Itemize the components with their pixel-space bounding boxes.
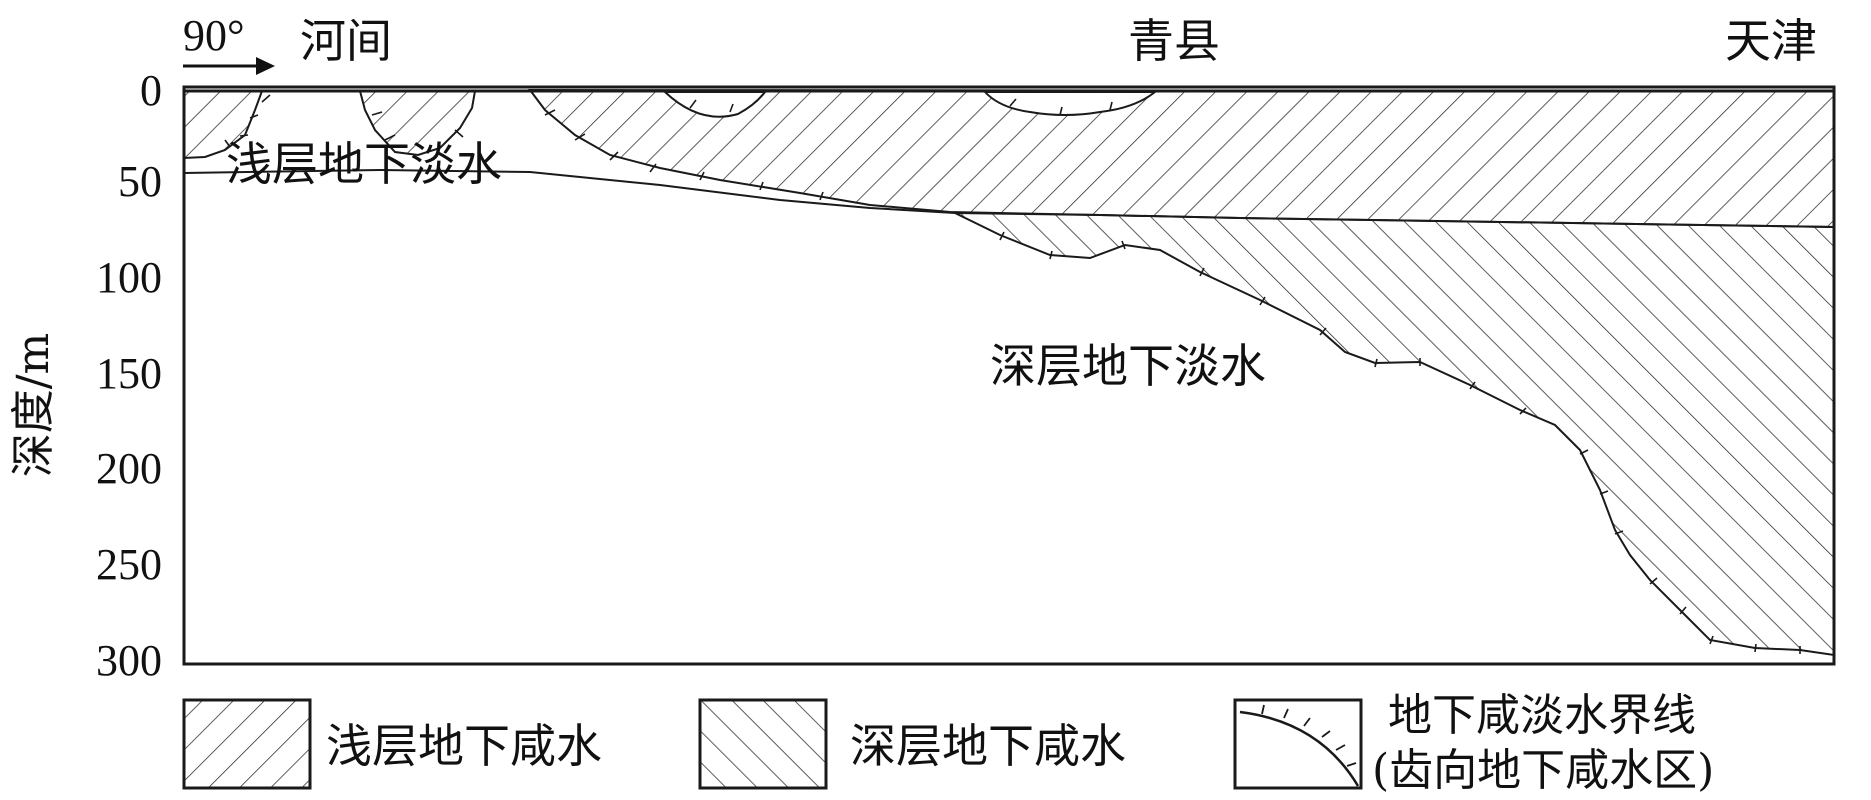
y-tick-250: 250 [96, 540, 162, 589]
shallow-saline-region-small-1 [183, 90, 264, 160]
legend-label-boundary-line2: (齿向地下咸水区) [1372, 745, 1714, 796]
shallow-saline-region [527, 88, 1835, 229]
y-tick-300: 300 [96, 636, 162, 685]
legend-swatch-boundary [1233, 698, 1363, 790]
place-tianjin: 天津 [1725, 14, 1817, 68]
fresh-pocket-2 [982, 91, 1158, 116]
y-axis-label: 深度/m [8, 333, 59, 478]
legend-label-boundary-line1: 地下咸淡水界线 [1388, 690, 1696, 741]
legend: 浅层地下咸水 深层地下咸水 地下咸淡水界线 (齿向地下咸水区) [182, 690, 1714, 796]
y-axis-ticks: 0 50 100 150 200 250 300 [96, 66, 162, 685]
y-tick-150: 150 [96, 349, 162, 398]
y-tick-200: 200 [96, 444, 162, 493]
legend-boundary-curve [1239, 710, 1360, 787]
legend-swatch-shallow-saline [182, 698, 312, 790]
label-deep-fresh: 深层地下淡水 [990, 339, 1266, 393]
y-tick-100: 100 [96, 253, 162, 302]
place-hejian: 河间 [300, 14, 392, 68]
place-qingxian: 青县 [1128, 14, 1220, 68]
direction-label: 90° [183, 11, 245, 60]
direction-arrow-icon [183, 57, 275, 75]
legend-label-deep-saline: 深层地下咸水 [850, 719, 1126, 773]
y-tick-0: 0 [140, 66, 162, 115]
fresh-pocket-1 [662, 91, 768, 118]
legend-label-shallow-saline: 浅层地下咸水 [326, 719, 602, 773]
deep-saline-region [954, 212, 1835, 657]
legend-swatch-deep-saline [698, 698, 828, 790]
legend-boundary-ticks [1261, 704, 1357, 767]
plot-frame [182, 85, 1836, 666]
label-shallow-fresh: 浅层地下淡水 [226, 137, 502, 191]
shallow-fresh-base [183, 168, 956, 214]
boundary-ticks [224, 94, 1801, 654]
y-tick-50: 50 [118, 157, 162, 206]
